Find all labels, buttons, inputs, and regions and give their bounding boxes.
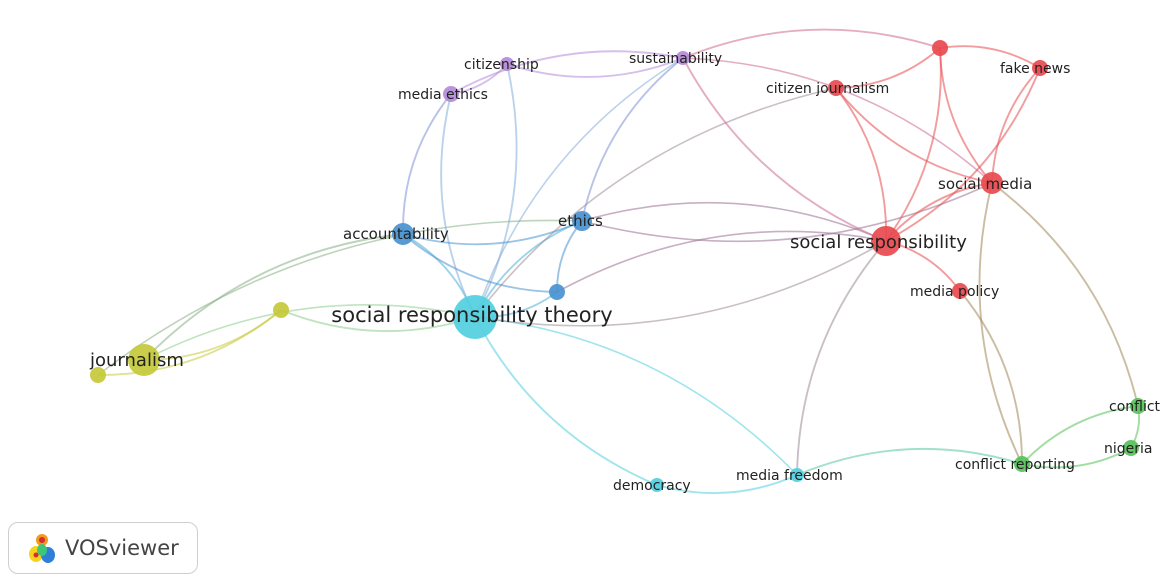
link-journalism-accountability	[143, 233, 404, 361]
link-social-responsibility-theory-democracy	[474, 316, 658, 486]
node-media-ethics[interactable]	[443, 86, 459, 102]
link-sustainability-red-small	[682, 28, 941, 59]
link-media-freedom-conflict-reporting	[796, 447, 1023, 476]
link-sustainability-social-media	[682, 57, 993, 184]
link-fake-news-social-responsibility	[885, 67, 1041, 242]
link-media-policy-conflict-reporting	[959, 290, 1023, 465]
link-social-responsibility-theory-citizen-journalism	[474, 87, 837, 318]
node-citizenship[interactable]	[500, 57, 514, 71]
node-media-freedom[interactable]	[790, 468, 804, 482]
label-ethics[interactable]: ethics	[558, 212, 603, 230]
link-yellow-small-1-ethics	[97, 219, 583, 376]
node-social-media[interactable]	[981, 172, 1003, 194]
label-social-responsibility[interactable]: social responsibility	[790, 232, 967, 253]
link-citizen-journalism-red-small	[835, 47, 941, 89]
link-fake-news-social-media	[991, 67, 1041, 184]
link-sustainability-social-responsibility	[682, 57, 887, 242]
link-ethics-sustainability	[581, 57, 684, 222]
label-media-policy[interactable]: media policy	[910, 284, 999, 300]
node-yellow-small-1[interactable]	[90, 367, 106, 383]
label-accountability[interactable]: accountability	[343, 225, 449, 243]
label-fake-news[interactable]: fake news	[1000, 61, 1070, 77]
node-red-small[interactable]	[932, 40, 948, 56]
label-media-ethics[interactable]: media ethics	[398, 87, 488, 103]
vosviewer-label: VOSviewer	[65, 536, 179, 560]
node-conflict-reporting[interactable]	[1014, 456, 1030, 472]
node-blue-small[interactable]	[549, 284, 565, 300]
node-accountability[interactable]	[392, 223, 414, 245]
label-conflict[interactable]: conflict	[1109, 399, 1161, 415]
label-conflict-reporting[interactable]: conflict reporting	[955, 457, 1075, 473]
link-social-responsibility-theory-media-ethics	[440, 93, 476, 318]
link-media-ethics-sustainability	[450, 50, 684, 95]
link-conflict-reporting-nigeria	[1021, 447, 1132, 469]
node-media-policy[interactable]	[952, 283, 968, 299]
link-accountability-blue-small	[402, 233, 558, 293]
link-citizen-journalism-social-responsibility	[835, 87, 888, 242]
label-social-responsibility-theory[interactable]: social responsibility theory	[331, 303, 612, 327]
link-accountability-ethics	[402, 220, 583, 246]
node-yellow-small-2[interactable]	[273, 302, 289, 318]
label-citizenship[interactable]: citizenship	[464, 57, 539, 73]
network-nodes	[90, 40, 1146, 492]
link-social-responsibility-theory-media-freedom	[474, 316, 798, 476]
label-social-media[interactable]: social media	[938, 175, 1032, 193]
node-social-responsibility-theory[interactable]	[453, 295, 497, 339]
link-red-small-social-responsibility	[885, 47, 942, 242]
link-social-media-conflict-reporting	[978, 182, 1023, 465]
label-sustainability[interactable]: sustainability	[629, 51, 722, 67]
node-conflict[interactable]	[1130, 398, 1146, 414]
label-democracy[interactable]: democracy	[613, 478, 691, 494]
link-social-responsibility-theory-citizenship	[474, 63, 518, 318]
node-nigeria[interactable]	[1123, 440, 1139, 456]
link-social-media-conflict	[991, 182, 1139, 407]
node-social-responsibility[interactable]	[871, 226, 901, 256]
link-citizen-journalism-social-media	[835, 87, 993, 184]
link-social-responsibility-theory-yellow-small-2	[280, 309, 476, 333]
label-nigeria[interactable]: nigeria	[1104, 441, 1153, 457]
link-blue-small-social-responsibility	[556, 230, 887, 293]
label-journalism[interactable]: journalism	[89, 350, 184, 371]
link-citizenship-sustainability	[506, 57, 684, 78]
node-journalism[interactable]	[128, 344, 160, 376]
link-democracy-media-freedom	[656, 474, 798, 495]
node-citizen-journalism[interactable]	[828, 80, 844, 96]
node-democracy[interactable]	[650, 478, 664, 492]
link-red-small-fake-news	[939, 45, 1041, 69]
vosviewer-badge[interactable]: VOSviewer	[8, 522, 198, 574]
link-yellow-small-1-yellow-small-2	[97, 309, 282, 376]
node-ethics[interactable]	[572, 211, 592, 231]
node-sustainability[interactable]	[676, 51, 690, 65]
node-fake-news[interactable]	[1032, 60, 1048, 76]
link-ethics-social-responsibility	[581, 201, 887, 242]
network-labels: social responsibility theory journalism ac…	[89, 51, 1161, 494]
link-conflict-reporting-conflict	[1021, 405, 1139, 465]
label-citizen-journalism[interactable]: citizen journalism	[766, 81, 889, 97]
vosviewer-logo-icon	[29, 534, 55, 563]
link-social-responsibility-theory-journalism	[143, 304, 476, 361]
label-media-freedom[interactable]: media freedom	[736, 468, 843, 484]
link-social-responsibility-media-freedom	[796, 240, 887, 476]
link-social-responsibility-theory-social-responsibility	[474, 240, 887, 327]
link-accountability-media-ethics	[402, 93, 452, 235]
network-links	[97, 28, 1141, 495]
link-social-responsibility-theory-sustainability	[474, 57, 684, 318]
